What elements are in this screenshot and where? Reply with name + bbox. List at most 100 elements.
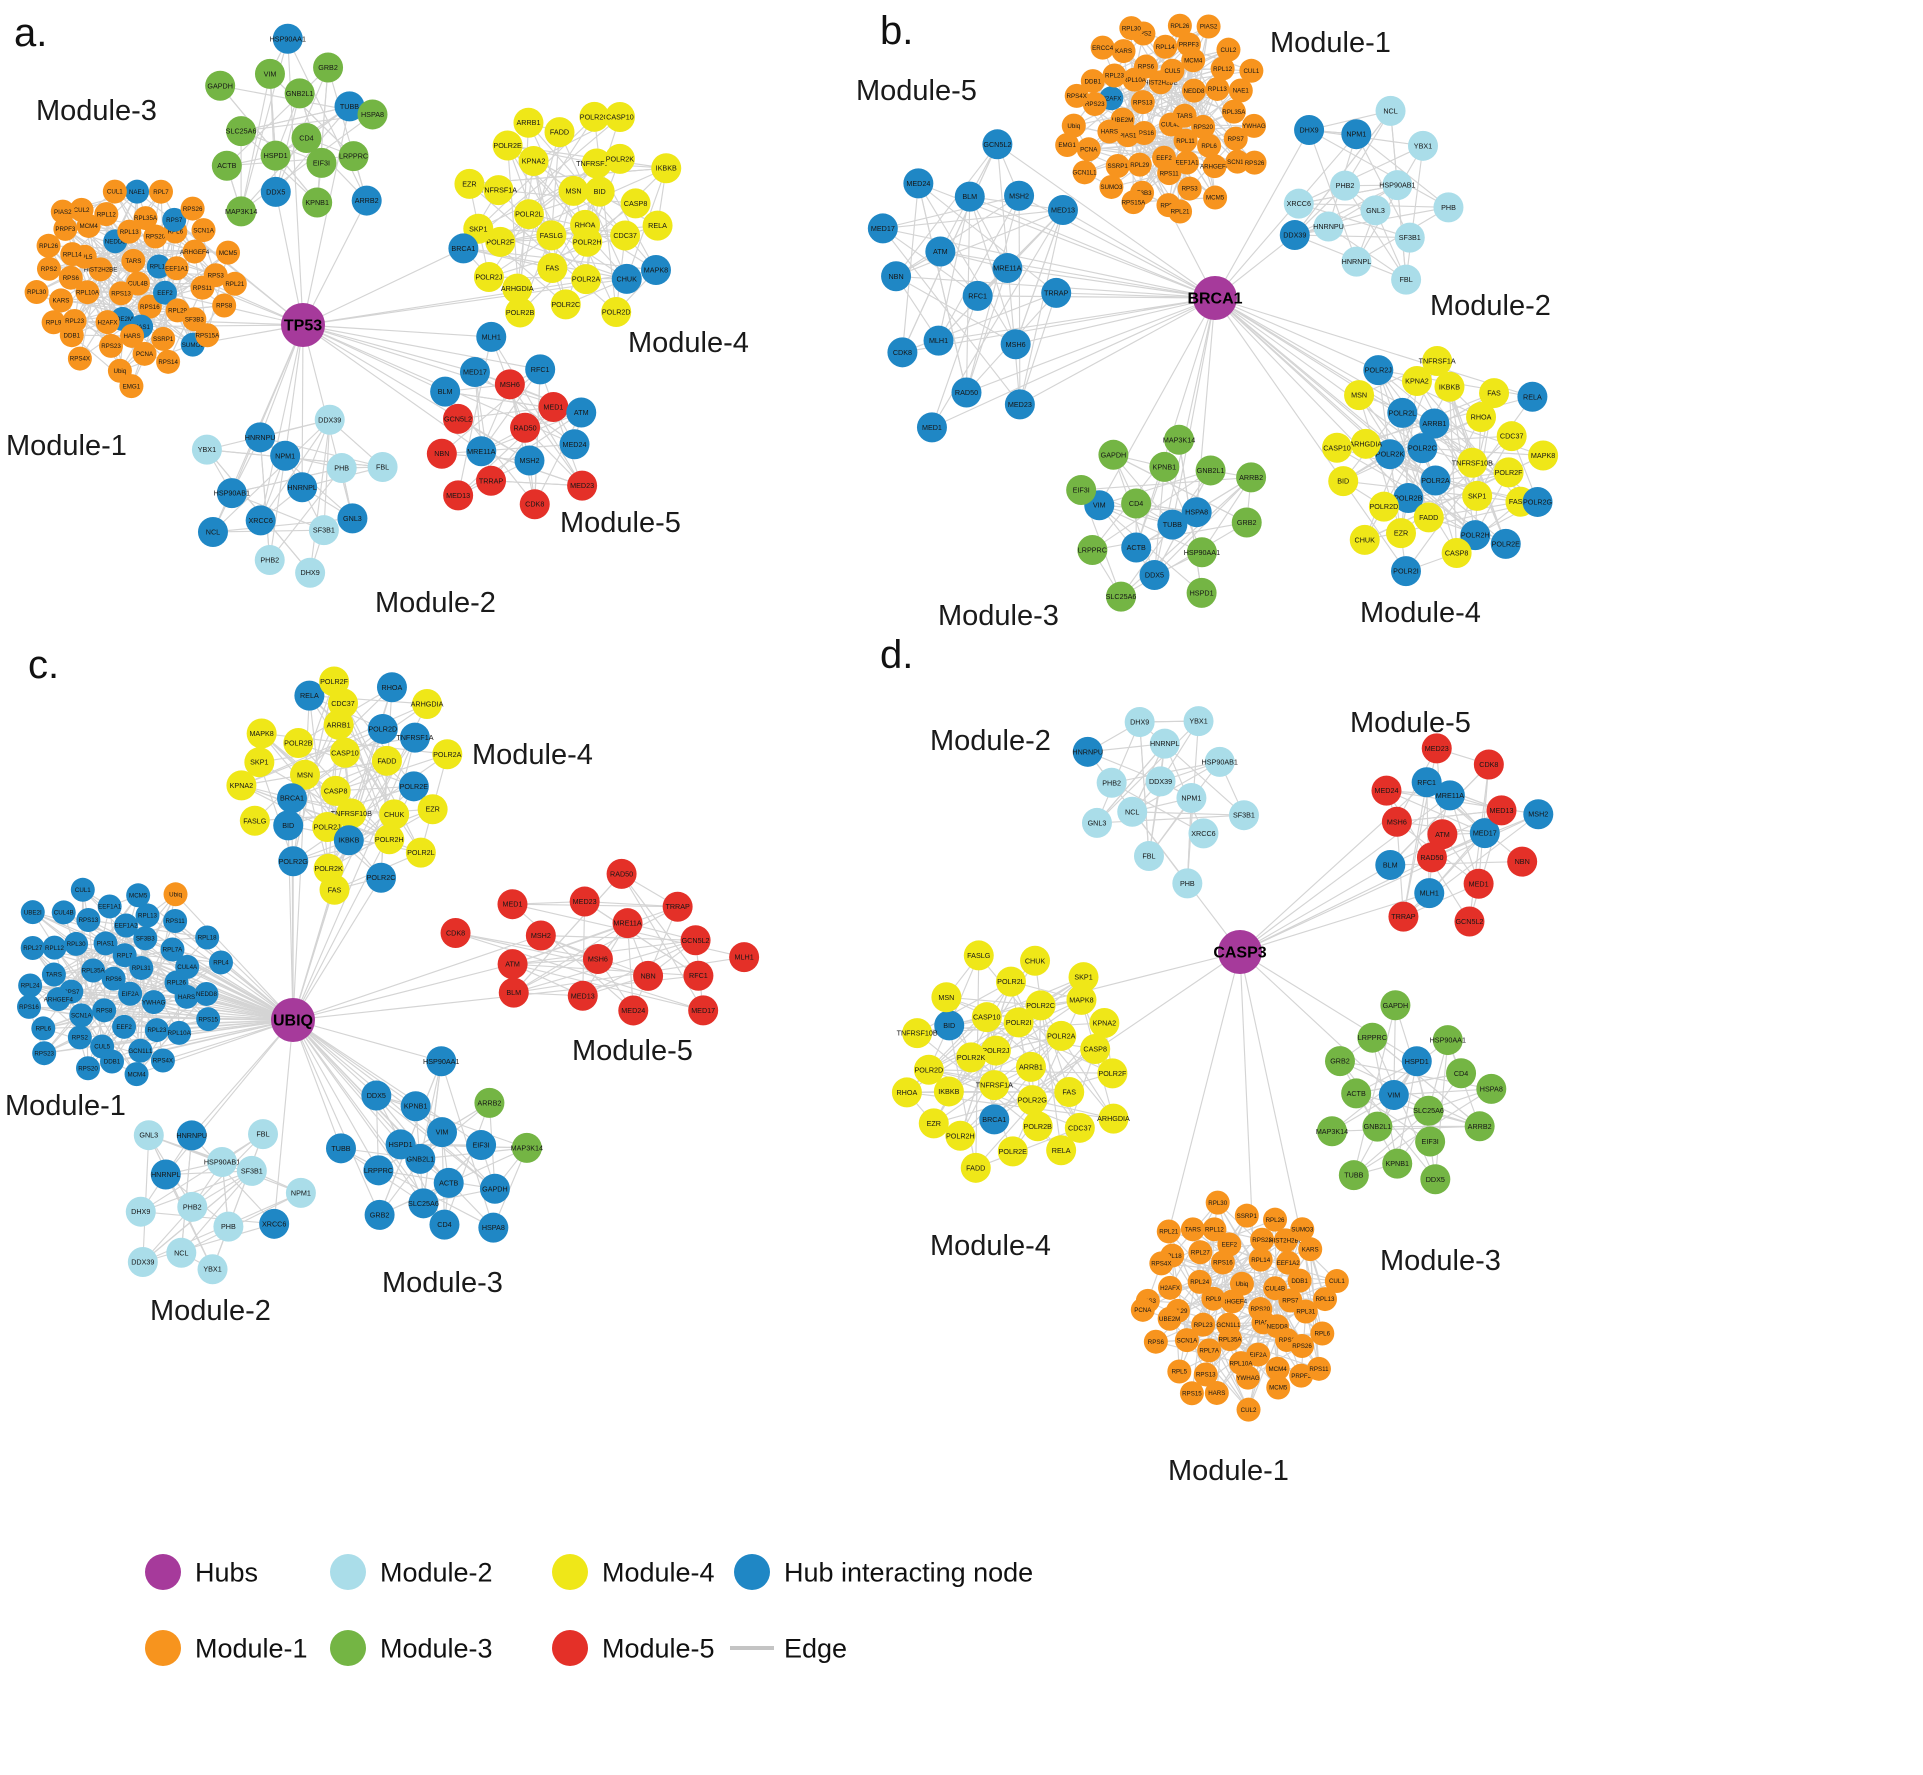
node-MSN: [931, 982, 962, 1013]
node-FADD: [371, 745, 402, 776]
node-CASP10: [604, 102, 635, 133]
node-YWHAG: [1242, 113, 1267, 138]
node-HNRNPL: [1341, 246, 1372, 277]
node-Ubiq: [1061, 113, 1086, 138]
node-RPS15A: [1121, 190, 1146, 215]
module-label-module-4-a: Module-4: [628, 327, 749, 359]
node-RPS23: [1250, 1227, 1275, 1252]
node-MAP3K14: [226, 196, 257, 227]
node-RPS13: [76, 908, 101, 933]
node-GCN5L2: [680, 925, 711, 956]
node-H2AFX: [1158, 1275, 1183, 1300]
node-POLR2F: [1493, 457, 1524, 488]
node-XRCC6: [1188, 818, 1219, 849]
node-BRCA1: [448, 233, 479, 264]
node-MRE11A: [992, 253, 1023, 284]
node-ACTB: [433, 1167, 464, 1198]
node-ARRB1: [1419, 408, 1450, 439]
node-CUL1: [1324, 1269, 1349, 1294]
node-ATM: [1427, 819, 1458, 850]
node-RPL12: [42, 935, 67, 960]
node-KARS: [48, 288, 73, 313]
node-CUL4B: [51, 900, 76, 925]
node-RPS2: [67, 1025, 92, 1050]
module-label-module-1-d: Module-1: [1168, 1455, 1289, 1487]
node-MCM5: [216, 240, 241, 265]
node-CUL2: [1216, 37, 1241, 62]
node-POLR2J: [980, 1035, 1011, 1066]
node-RPL35A: [133, 206, 158, 231]
node-NBN: [881, 261, 912, 292]
node-ARRB2: [474, 1087, 505, 1118]
node-POLR2L: [995, 966, 1026, 997]
node-RPL26: [1167, 13, 1192, 38]
node-TUBB: [334, 91, 365, 122]
node-EZR: [918, 1108, 949, 1139]
node-KPNA2: [1089, 1007, 1120, 1038]
legend-label: Module-4: [602, 1557, 715, 1587]
node-ACTB: [211, 150, 242, 181]
legend-swatch-hub: [145, 1554, 181, 1590]
node-MED1: [916, 412, 947, 443]
node-SKP1: [244, 747, 275, 778]
hub-label-TP53: TP53: [284, 318, 322, 335]
node-POLR2E: [1490, 528, 1521, 559]
node-POLR2A: [1046, 1020, 1077, 1051]
node-CASP8: [1441, 537, 1472, 568]
node-POLR2I: [1003, 1007, 1034, 1038]
node-RPS15A: [195, 323, 220, 348]
node-H2AFX: [95, 310, 120, 335]
node-NPM1: [285, 1177, 316, 1208]
node-ARHGEF4: [46, 987, 71, 1012]
node-MED24: [1371, 775, 1402, 806]
node-KPNB1: [1149, 451, 1180, 482]
node-RAD50: [510, 412, 541, 443]
node-MAPK8: [1066, 984, 1097, 1015]
node-MSH6: [582, 943, 613, 974]
node-ATM: [497, 949, 528, 980]
node-Ubiq: [1229, 1271, 1254, 1296]
legend-swatch-module5: [552, 1630, 588, 1666]
node-EEF2: [1217, 1232, 1242, 1257]
panel-letter-a: a.: [14, 11, 47, 55]
node-POLR2K: [604, 143, 635, 174]
node-RPS4X: [1149, 1251, 1174, 1276]
node-RPL30: [1205, 1190, 1230, 1215]
node-POLR2H: [945, 1120, 976, 1151]
node-MLH1: [476, 321, 507, 352]
node-HNRNPL: [150, 1159, 181, 1190]
node-MED1: [1463, 868, 1494, 899]
node-MED17: [459, 357, 490, 388]
node-PCNA: [1130, 1297, 1155, 1322]
node-BLM: [498, 977, 529, 1008]
node-RPL6: [1197, 133, 1222, 158]
node-HSPA8: [1476, 1073, 1507, 1104]
node-RPL23: [144, 1018, 169, 1043]
node-BID: [273, 810, 304, 841]
node-NPM1: [1176, 782, 1207, 813]
node-GCN5L2: [982, 129, 1013, 160]
node-RPS15: [196, 1007, 221, 1032]
node-GNB2L1: [284, 78, 315, 109]
node-RPL14: [1153, 34, 1178, 59]
node-POLR2F: [1097, 1058, 1128, 1089]
node-FAS: [537, 253, 568, 284]
legend-swatch-module4: [552, 1554, 588, 1590]
node-DDX39: [127, 1246, 158, 1277]
node-RPL35A: [1218, 1327, 1243, 1352]
node-GRB2: [313, 52, 344, 83]
node-DHX9: [125, 1196, 156, 1227]
node-SLC25A6: [408, 1188, 439, 1219]
node-IKBKB: [1434, 371, 1465, 402]
node-POLR2G: [1017, 1085, 1048, 1116]
node-HSPA8: [1181, 497, 1212, 528]
node-CUL1: [1239, 58, 1264, 83]
node-POLR2D: [367, 713, 398, 744]
node-SCN1A: [1225, 149, 1250, 174]
node-RPL13: [1313, 1287, 1338, 1312]
hub-node-BRCA1: [1193, 276, 1237, 320]
node-FASLG: [239, 805, 270, 836]
node-POLR2J: [1363, 355, 1394, 386]
node-RPS7: [162, 207, 187, 232]
node-GRB2: [1324, 1046, 1355, 1077]
